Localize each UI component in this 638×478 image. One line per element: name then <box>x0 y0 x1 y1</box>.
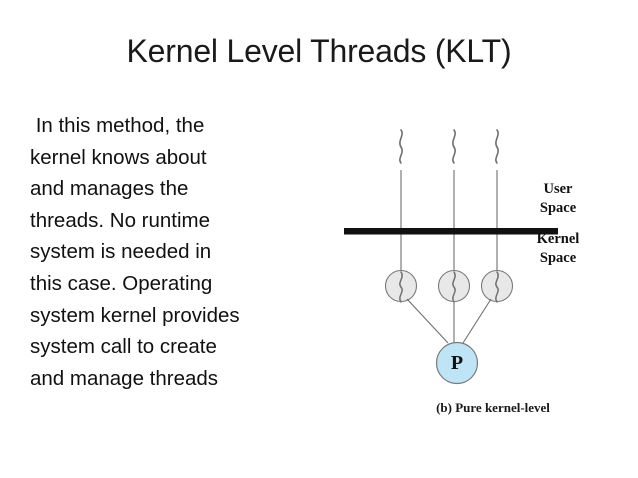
body-line: and manage threads <box>30 366 219 390</box>
thread-squiggle-top-group <box>399 129 499 164</box>
body-paragraph: In this method, the kernel knows about a… <box>30 110 318 394</box>
kernel-space-label-line1: Kernel <box>536 231 580 247</box>
body-line: kernel knows about <box>30 145 207 169</box>
body-line: and manages the <box>30 177 189 201</box>
thread-squiggle-icon <box>452 271 456 303</box>
user-kernel-divider <box>344 228 558 235</box>
body-line: system kernel provides <box>30 303 240 327</box>
process-connector <box>406 298 449 344</box>
thread-squiggle-icon <box>399 271 403 303</box>
user-space-label-line1: User <box>543 181 573 197</box>
thread-line-group <box>400 170 498 272</box>
kernel-space-label-line2: Space <box>539 250 577 266</box>
kernel-thread-squiggle-group <box>399 271 499 303</box>
thread-squiggle-top-icon <box>399 129 403 164</box>
user-space-label-line2: Space <box>539 200 577 216</box>
thread-squiggle-icon <box>495 271 499 303</box>
diagram-svg: P <box>344 129 558 385</box>
process-circle <box>435 341 479 385</box>
process-connector-group <box>406 298 492 344</box>
thread-squiggle-top-icon <box>452 129 456 164</box>
body-line: system call to create <box>30 335 217 359</box>
process-label: P <box>451 352 463 374</box>
body-line: threads. No runtime <box>30 208 211 232</box>
user-space-label: User Space <box>515 180 601 218</box>
body-line: this case. Operating <box>30 271 213 295</box>
kernel-space-label: Kernel Space <box>515 230 601 268</box>
diagram-caption: (b) Pure kernel-level <box>436 400 550 415</box>
body-line: system is needed in <box>30 240 212 264</box>
kernel-level-thread-diagram: P User Space Kernel Space (b) Pure kerne… <box>330 100 638 445</box>
body-line: In this method, the <box>30 114 205 137</box>
kernel-thread-circle-group <box>384 269 514 303</box>
thread-squiggle-top-icon <box>495 129 499 164</box>
page-title: Kernel Level Threads (KLT) <box>126 33 512 69</box>
process-connector <box>462 298 492 344</box>
